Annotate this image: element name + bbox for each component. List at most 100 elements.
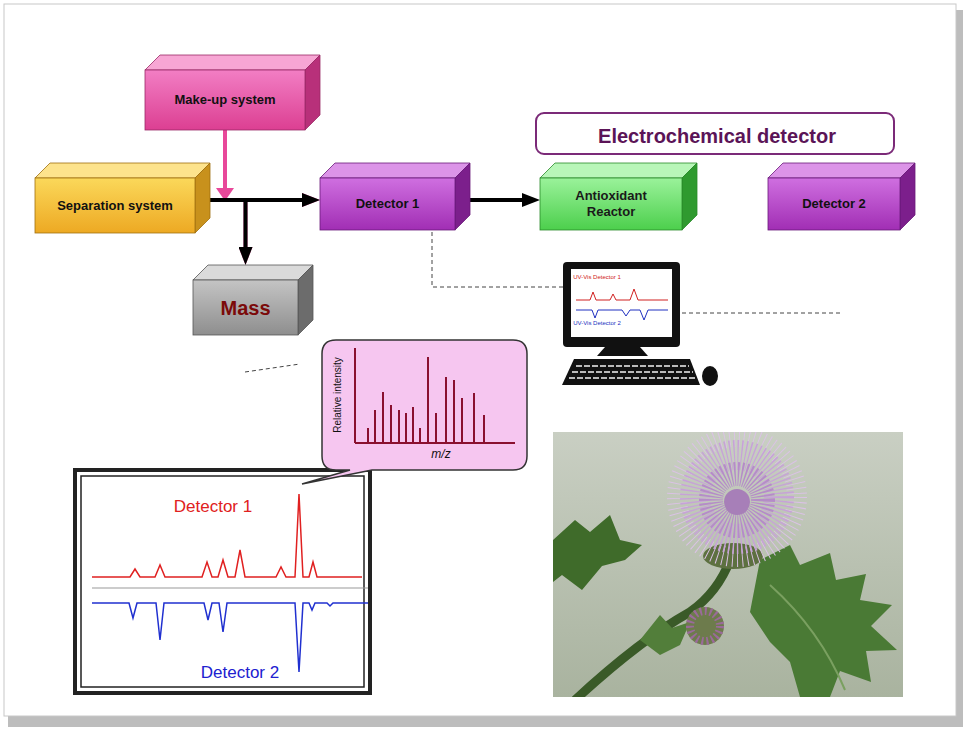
page-frame (4, 4, 956, 716)
node-text: Detector 2 (802, 196, 866, 212)
trace-label: Detector 1 (174, 498, 252, 517)
node-label-area: Detector 1 (320, 178, 455, 230)
thistle-bud (686, 607, 724, 645)
leaf-midrib (770, 585, 845, 690)
spectrum-bar (398, 410, 400, 443)
flow-arrow (470, 198, 532, 202)
monitor-bezel (563, 262, 680, 347)
detector-group-label: Electrochemical detector (535, 112, 895, 155)
detector-box: Detector 1 (320, 163, 470, 230)
box-top-face (193, 265, 313, 280)
spectrum-bar (367, 428, 369, 443)
spectrum-bar (412, 407, 414, 443)
box-side-face (305, 55, 320, 130)
node-label-area: Mass (193, 280, 298, 335)
keyboard (562, 359, 700, 385)
spectrum-bar (473, 393, 475, 443)
box-side-face (298, 265, 313, 335)
monitor-screen (571, 269, 672, 337)
trace-separator (92, 588, 368, 589)
mouse (702, 366, 718, 386)
makeup-box: Make-up system (145, 55, 320, 130)
node-text: Detector 1 (356, 196, 420, 212)
spectrum-bar (435, 413, 437, 443)
box-top-face (320, 163, 470, 178)
thistle-leaf (640, 615, 690, 655)
screen-label: UV-Vis Detector 1 (573, 274, 621, 281)
axis-label: Relative intensity (332, 357, 343, 433)
screen-trace (576, 289, 668, 300)
box-front-face (193, 280, 298, 335)
signal-leader (245, 364, 300, 372)
box-top-face (35, 163, 210, 178)
spectrum-bar (405, 413, 407, 443)
node-text: Antioxidant Reactor (561, 188, 661, 219)
box-top-face (540, 163, 697, 178)
reactor-box: Antioxidant Reactor (540, 163, 697, 230)
photo-background (553, 432, 903, 697)
thistle-stem (575, 560, 730, 697)
thistle-head-center (724, 489, 750, 515)
chromatogram-inner-frame (81, 476, 364, 687)
spectrum-bars (368, 357, 484, 443)
box-side-face (682, 163, 697, 230)
detector-box: Detector 2 (768, 163, 915, 230)
box-top-face (145, 55, 320, 70)
box-front-face (540, 178, 682, 230)
keyboard-keys (569, 377, 696, 379)
makeup-flow-arrow (225, 130, 246, 257)
thistle-bud-spines (690, 611, 720, 641)
node-label-area: Electrochemical detector (537, 114, 897, 157)
screen-trace (576, 310, 668, 320)
signal-leader (682, 313, 843, 314)
spectrum-bar (374, 410, 376, 443)
node-text: Make-up system (174, 92, 275, 108)
monitor-stand (597, 347, 648, 356)
spectrum-bar (419, 428, 421, 443)
trace-label: Detector 2 (201, 664, 279, 683)
node-label-area: Antioxidant Reactor (540, 178, 682, 230)
node-label-area: Make-up system (145, 70, 305, 130)
spectrum-bar (445, 377, 447, 443)
spectrum-bar (461, 398, 463, 443)
box-side-face (195, 163, 210, 233)
detector-2-trace (92, 603, 368, 672)
axis-label: m/z (431, 448, 450, 461)
node-text: Mass (220, 296, 270, 320)
spectrum-axis (354, 348, 356, 443)
thistle-florets (677, 437, 797, 557)
flow-arrow (210, 200, 246, 257)
keyboard-keys (576, 365, 689, 367)
mass-box: Mass (193, 265, 313, 335)
spectrum-bar (427, 357, 429, 443)
signal-leader (432, 232, 563, 287)
spectrum-bar (453, 380, 455, 443)
thistle-florets (695, 455, 779, 539)
node-text: Separation system (57, 198, 173, 214)
thistle-photo (553, 432, 903, 697)
spectrum-callout (302, 340, 527, 484)
thistle-florets (711, 474, 763, 526)
box-front-face (768, 178, 900, 230)
spectrum-bar (483, 415, 485, 443)
makeup-flow-arrow (225, 130, 312, 200)
spectrum-bar (382, 392, 384, 443)
spectrum-bar (390, 405, 392, 443)
box-front-face (35, 178, 195, 233)
box-side-face (455, 163, 470, 230)
box-front-face (320, 178, 455, 230)
thistle-leaf (553, 515, 642, 590)
node-label-area: Separation system (35, 178, 195, 233)
chromatogram-frame (75, 470, 370, 693)
node-label-area: Detector 2 (768, 178, 900, 230)
detector-1-trace (92, 494, 362, 577)
box-side-face (900, 163, 915, 230)
keyboard-keys (572, 371, 693, 373)
thistle-leaf (750, 545, 897, 697)
box-top-face (768, 163, 915, 178)
node-text: Electrochemical detector (598, 124, 836, 148)
separation-box: Separation system (35, 163, 210, 233)
